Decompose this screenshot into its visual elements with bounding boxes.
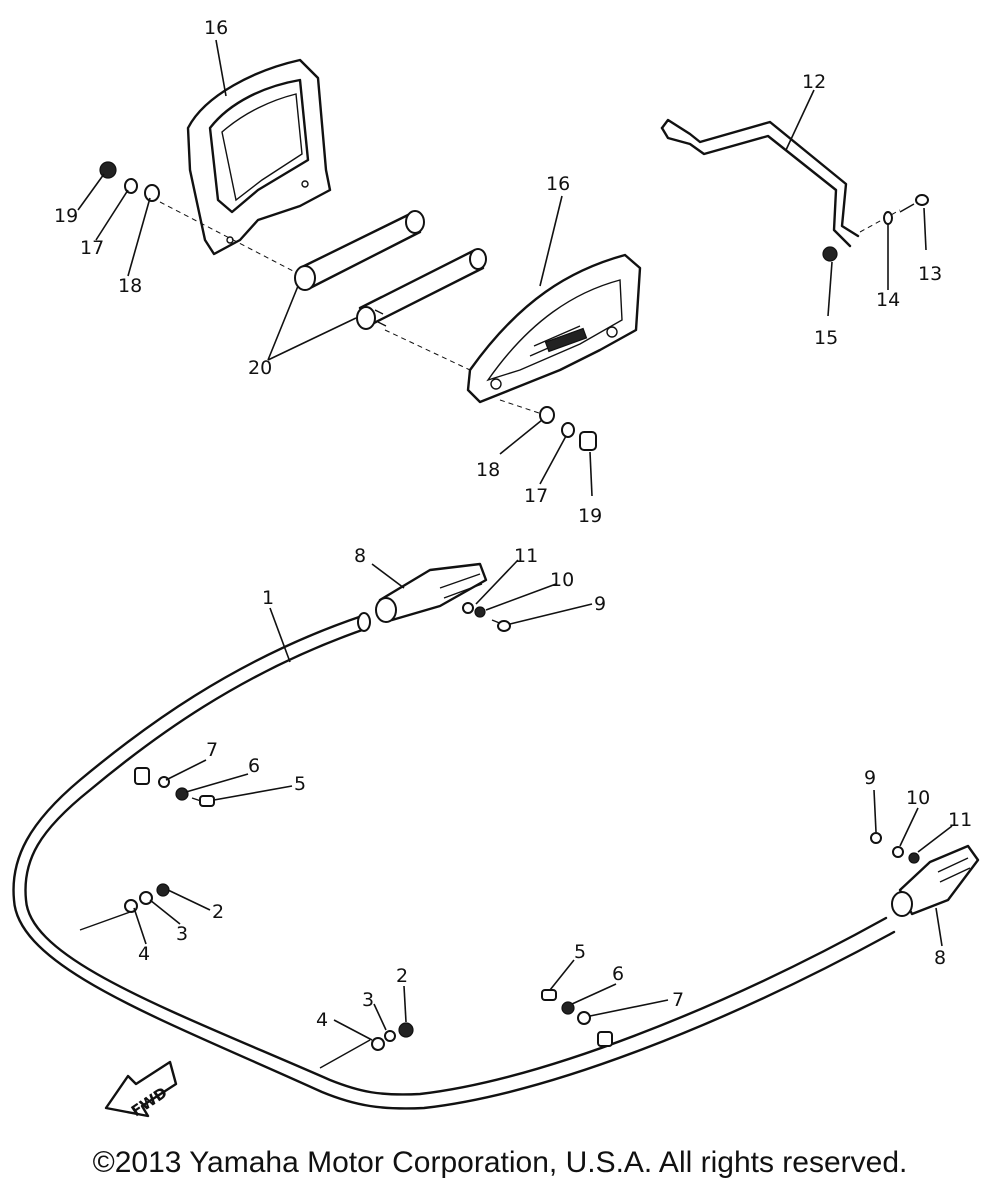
callout-12: 12 [802,71,826,93]
fwd-label: FWD [128,1083,171,1120]
callout-15: 15 [814,327,838,349]
callout-10: 10 [550,569,574,591]
callout-8: 8 [354,545,366,567]
bracket-hardware [539,406,597,451]
callout-2: 2 [396,965,408,987]
end-cap-lower [870,832,980,917]
callout-4: 4 [316,1009,328,1031]
callout-10: 10 [906,787,930,809]
callout-1: 1 [262,587,274,609]
callout-17: 17 [524,485,548,507]
callout-19: 19 [54,205,78,227]
callout-labels: 16 19 17 18 20 16 12 13 14 15 18 17 19 8… [54,17,972,1031]
callout-9: 9 [864,767,876,789]
rear-bracket-right [466,253,642,404]
callout-5: 5 [294,773,306,795]
spacer-rods [294,210,487,330]
callout-9: 9 [594,593,606,615]
callout-16: 16 [546,173,570,195]
callout-4: 4 [138,943,150,965]
copyright-notice: ©2013 Yamaha Motor Corporation, U.S.A. A… [92,1146,908,1179]
leader-lines [77,39,953,1041]
callout-8: 8 [934,947,946,969]
upper-left-hardware [99,161,160,202]
callout-3: 3 [362,989,374,1011]
callout-17: 17 [80,237,104,259]
fwd-arrow: FWD [104,1060,178,1120]
rear-bracket-left [186,58,332,256]
callout-6: 6 [248,755,260,777]
parts-exploded-diagram: FWD 16 19 17 18 20 16 12 13 14 15 18 17 … [12,17,980,1120]
callout-11: 11 [514,545,538,567]
end-cap-upper [375,562,511,632]
tube-fasteners [124,776,591,1051]
callout-16: 16 [204,17,228,39]
callout-11: 11 [948,809,972,831]
callout-18: 18 [118,275,142,297]
callout-7: 7 [206,739,218,761]
callout-14: 14 [876,289,900,311]
callout-5: 5 [574,941,586,963]
callout-19: 19 [578,505,602,527]
callout-3: 3 [176,923,188,945]
callout-2: 2 [212,901,224,923]
callout-6: 6 [612,963,624,985]
callout-18: 18 [476,459,500,481]
bumper-tube [12,612,896,1110]
grab-bar [660,118,929,262]
callout-20: 20 [248,357,272,379]
callout-7: 7 [672,989,684,1011]
callout-13: 13 [918,263,942,285]
